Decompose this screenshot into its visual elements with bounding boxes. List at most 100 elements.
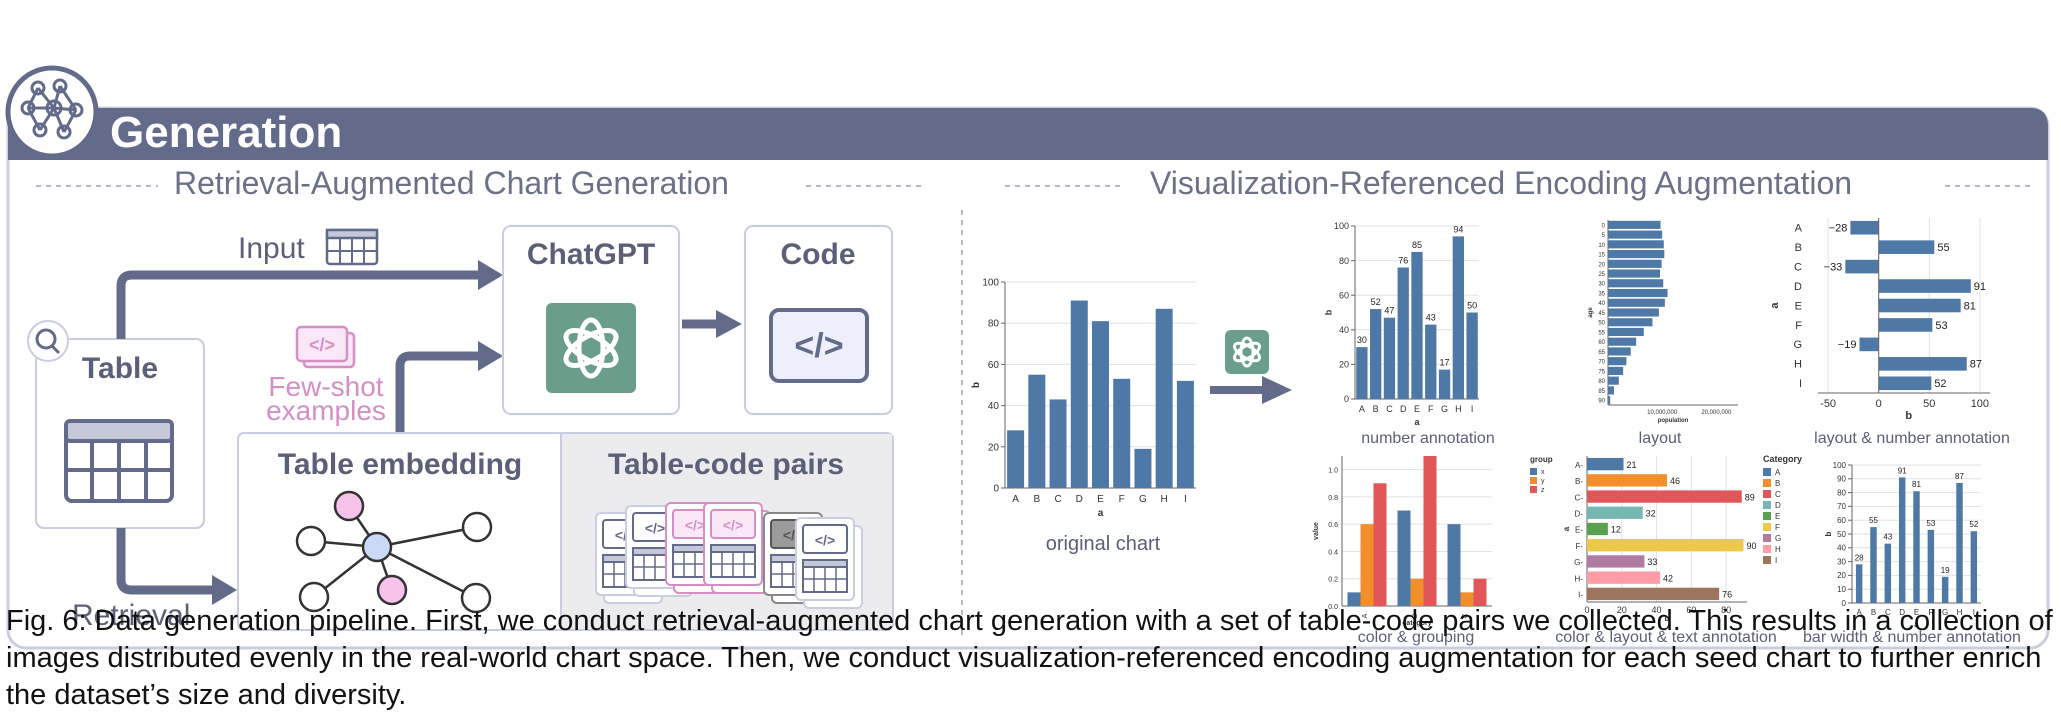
data-label: 12 xyxy=(1611,525,1621,535)
graph-node xyxy=(461,511,493,543)
legend-swatch xyxy=(1763,479,1771,487)
y-tick-label: 40 xyxy=(988,401,1000,412)
legend-label: I xyxy=(1775,556,1777,565)
y-tick-label: A xyxy=(1795,223,1803,235)
x-tick-label: D xyxy=(1076,494,1083,505)
bar xyxy=(1587,522,1608,536)
data-label: 81 xyxy=(1964,300,1976,312)
bar xyxy=(1870,527,1877,603)
bar xyxy=(1373,483,1387,606)
data-label: 94 xyxy=(1453,224,1463,234)
y-tick-label: 70 xyxy=(1598,360,1605,366)
y-tick-label: 25 xyxy=(1598,272,1605,278)
x-tick-label: I xyxy=(1184,494,1187,505)
data-label: 19 xyxy=(1941,566,1950,575)
bar xyxy=(1049,399,1067,488)
x-tick-label: D xyxy=(1400,404,1407,414)
bar xyxy=(1587,571,1661,584)
bar xyxy=(1927,529,1935,603)
bar xyxy=(1956,482,1963,603)
bar xyxy=(1608,279,1664,288)
bar xyxy=(1113,378,1131,488)
y-tick-label: 0.6 xyxy=(1328,522,1338,529)
x-tick-label: A xyxy=(1012,494,1019,505)
y-tick-label: 35 xyxy=(1598,291,1605,297)
legend-swatch xyxy=(1763,512,1771,520)
x-tick-label: F xyxy=(1119,494,1125,505)
bar xyxy=(1913,491,1920,603)
x-tick-label: 80 xyxy=(1721,605,1731,615)
bar xyxy=(1397,510,1411,606)
legend-swatch xyxy=(1763,468,1771,476)
y-tick-label: D xyxy=(1794,281,1802,293)
bar xyxy=(1608,357,1627,366)
x-tick-label: C xyxy=(1885,608,1891,617)
y-tick-label: G xyxy=(1793,339,1802,351)
legend-label: z xyxy=(1541,487,1545,494)
input-arrow xyxy=(116,270,495,339)
data-label: 43 xyxy=(1883,533,1892,542)
y-tick-label: B xyxy=(1795,242,1802,254)
bar xyxy=(1878,318,1933,332)
y-axis-title: b xyxy=(971,382,982,388)
y-tick-label: D- xyxy=(1575,509,1584,518)
arrowhead xyxy=(478,341,503,371)
y-tick-label: A- xyxy=(1575,461,1583,470)
bar xyxy=(1410,578,1424,606)
bar xyxy=(1878,298,1961,313)
x-axis-title: a xyxy=(1098,508,1104,519)
data-label: 17 xyxy=(1440,358,1450,368)
y-tick-label: 0 xyxy=(1842,599,1847,608)
graph-node-center xyxy=(361,531,393,563)
x-tick-label: H xyxy=(1455,404,1462,414)
bar xyxy=(1608,347,1631,356)
y-tick-label: 0 xyxy=(1344,394,1349,404)
x-tick-label: 0 xyxy=(1876,398,1882,410)
y-tick-label: 55 xyxy=(1598,330,1605,336)
y-tick-label: H- xyxy=(1575,574,1584,583)
bar xyxy=(1608,366,1624,375)
table-icon xyxy=(64,419,174,503)
bar xyxy=(1460,592,1474,606)
y-tick-label: E- xyxy=(1575,526,1583,535)
bar xyxy=(1878,279,1971,293)
graph-node xyxy=(298,581,330,613)
table-label: Table xyxy=(82,352,158,385)
x-tick-label: F xyxy=(1928,608,1933,617)
chatgpt-small-icon xyxy=(1225,330,1269,374)
y-tick-label: G- xyxy=(1574,558,1583,567)
arrowhead xyxy=(478,260,503,290)
legend-swatch xyxy=(1763,501,1771,509)
network-logo-icon xyxy=(5,65,99,159)
y-tick-label: 0 xyxy=(993,484,999,495)
x-tick-label: B xyxy=(1373,404,1379,414)
legend-swatch xyxy=(1763,523,1771,531)
y-tick-label: 30 xyxy=(1837,557,1846,566)
chart-caption: number annotation xyxy=(1361,430,1494,447)
chart-caption: layout xyxy=(1639,430,1682,447)
y-tick-label: 0.0 xyxy=(1328,604,1338,611)
bar xyxy=(1587,587,1720,601)
bar xyxy=(1608,308,1659,317)
bar xyxy=(1608,386,1614,395)
x-axis-title: a xyxy=(1414,417,1420,427)
y-tick-label: I xyxy=(1799,378,1802,390)
code-label: Code xyxy=(781,238,856,271)
y-tick-label: 20 xyxy=(1339,360,1349,370)
y-tick-label: 50 xyxy=(1837,530,1846,539)
y-tick-label: 80 xyxy=(988,319,1000,330)
bar xyxy=(1608,259,1662,268)
x-axis-title: population xyxy=(1658,418,1689,424)
x-tick-label: -50 xyxy=(1820,398,1836,410)
data-label: 89 xyxy=(1745,492,1755,502)
chart-caption: color & layout & text annotation xyxy=(1555,629,1776,646)
y-tick-label: 60 xyxy=(1598,340,1605,346)
y-tick-label: 85 xyxy=(1598,389,1605,395)
bar xyxy=(1878,376,1932,391)
x-tick-label: A xyxy=(1362,613,1369,618)
x-tick-label: A xyxy=(1359,404,1365,414)
x-axis-title: a xyxy=(1914,620,1919,629)
legend-swatch xyxy=(1530,486,1537,493)
y-tick-label: 65 xyxy=(1598,350,1605,356)
